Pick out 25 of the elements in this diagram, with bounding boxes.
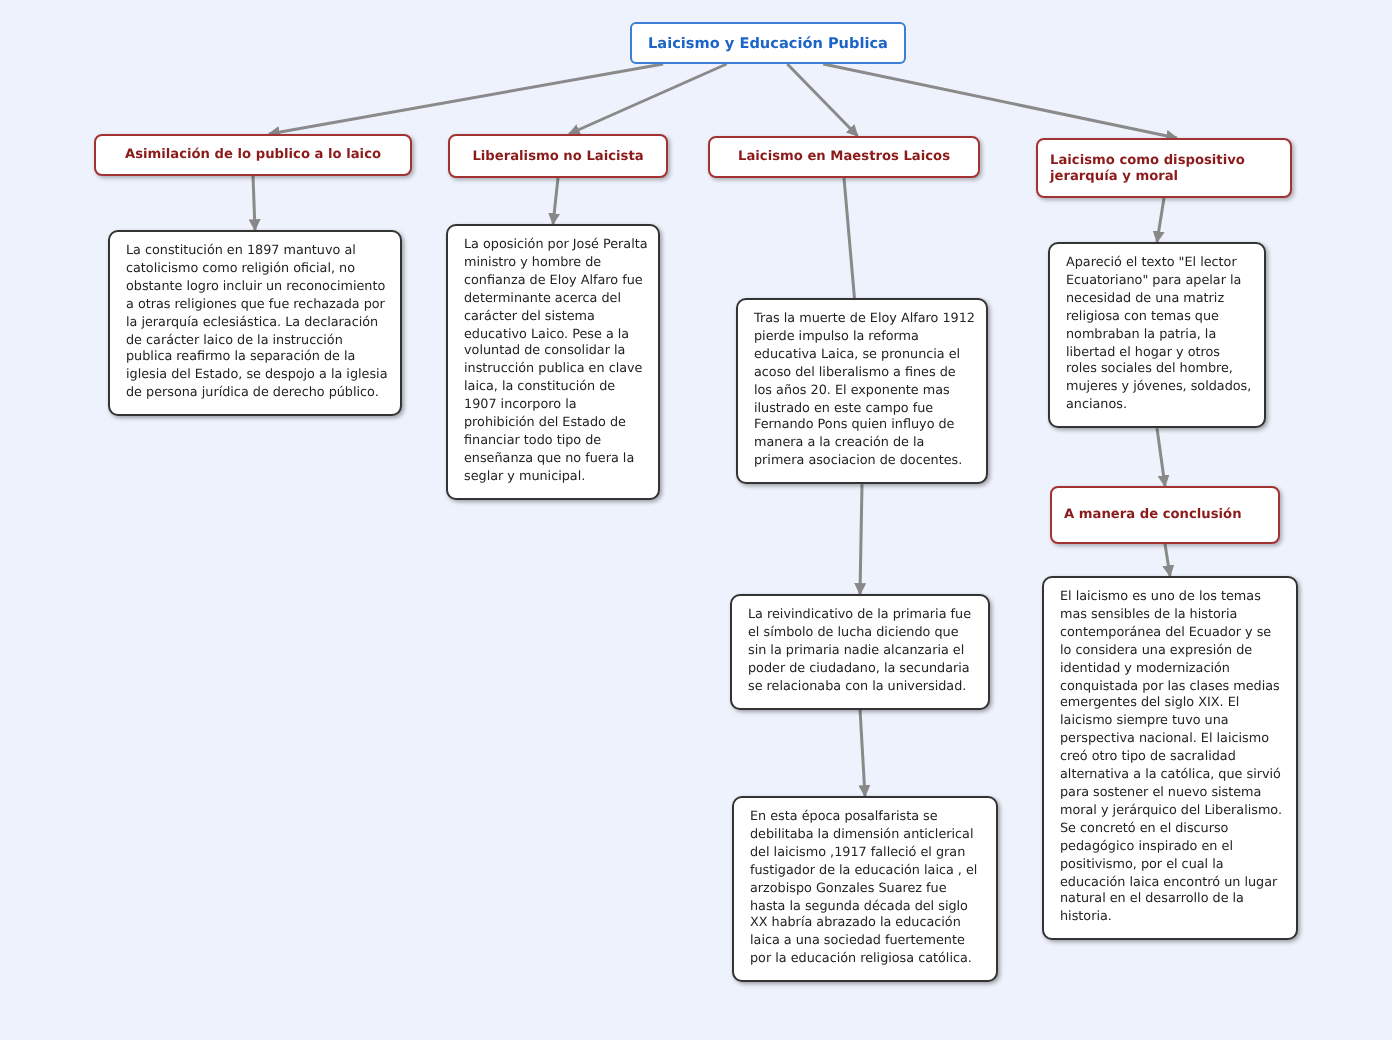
title-box bbox=[630, 22, 906, 64]
arrow bbox=[786, 62, 859, 138]
connector-line bbox=[842, 177, 856, 299]
note-box bbox=[732, 796, 998, 983]
arrow bbox=[1152, 197, 1166, 244]
arrow bbox=[858, 708, 871, 798]
note-box bbox=[736, 298, 988, 485]
topic-box bbox=[1036, 138, 1292, 198]
topic-box bbox=[708, 136, 980, 178]
arrow bbox=[267, 62, 664, 138]
note-box bbox=[1042, 576, 1298, 941]
topic-box bbox=[1050, 486, 1280, 544]
arrow bbox=[1155, 428, 1170, 488]
arrow bbox=[248, 175, 261, 232]
arrow bbox=[567, 62, 728, 136]
note-box bbox=[730, 594, 990, 710]
arrow bbox=[548, 177, 561, 226]
arrow bbox=[822, 62, 1178, 142]
arrow bbox=[854, 484, 867, 596]
topic-box bbox=[94, 134, 412, 176]
topic-box bbox=[448, 134, 668, 178]
note-box bbox=[1048, 242, 1266, 429]
note-box bbox=[446, 224, 660, 500]
note-box bbox=[108, 230, 402, 417]
arrow bbox=[1162, 543, 1175, 578]
